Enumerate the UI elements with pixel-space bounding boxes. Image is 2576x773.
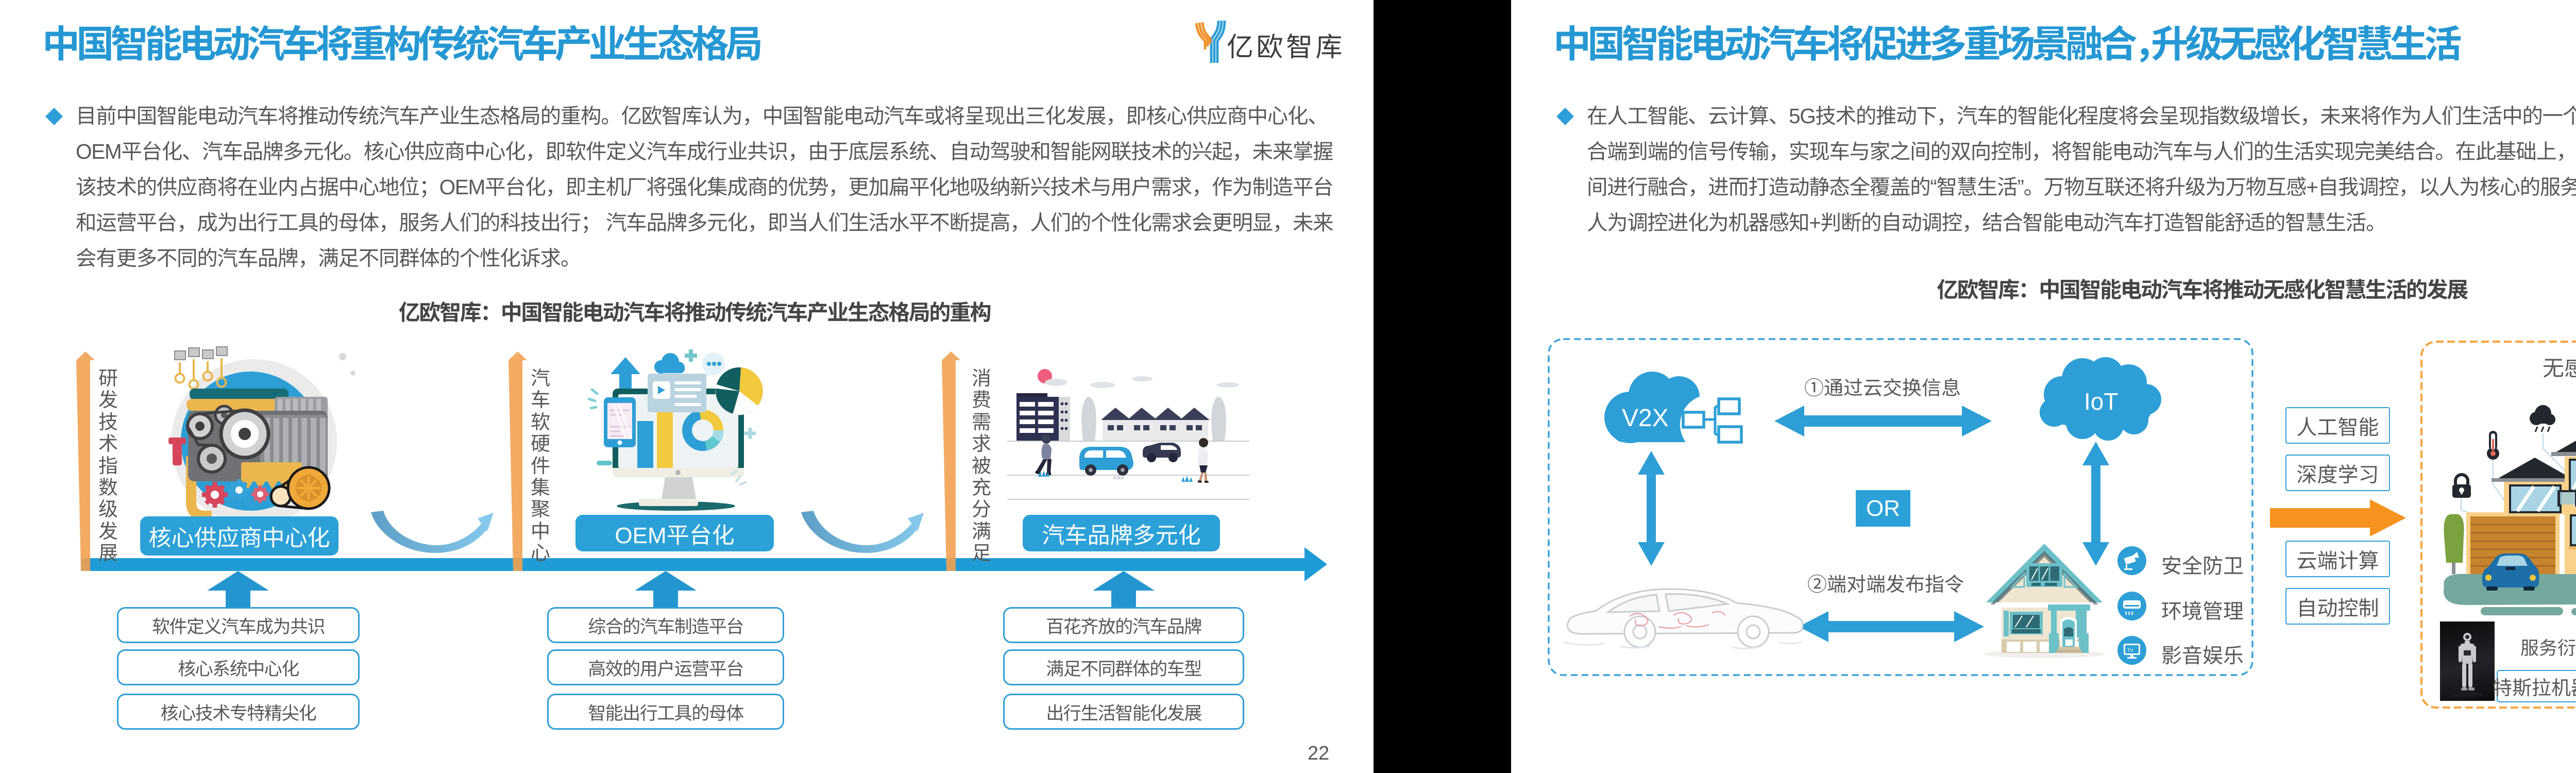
svg-text:IoT: IoT bbox=[2084, 388, 2118, 415]
svg-text:V2X: V2X bbox=[1622, 405, 1669, 432]
svg-text:TV: TV bbox=[2127, 648, 2133, 653]
svg-text:亿欧智库: 亿欧智库 bbox=[1227, 25, 1345, 64]
